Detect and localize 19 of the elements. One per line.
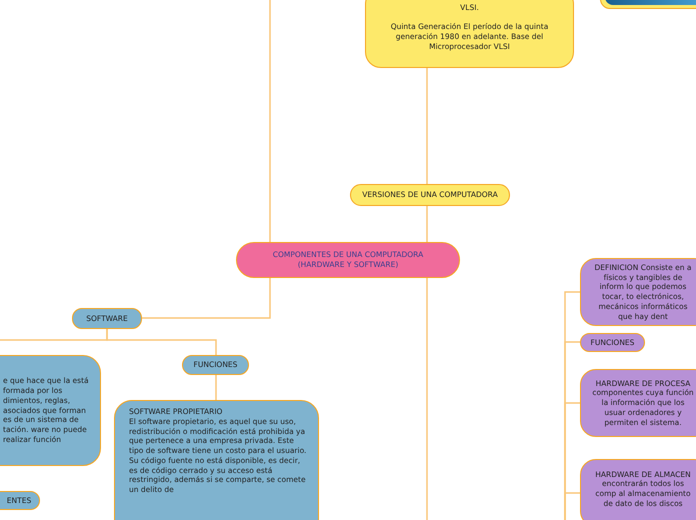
connector-line: [426, 206, 428, 242]
connector-line: [106, 329, 217, 355]
topic-pill: [72, 308, 142, 329]
definition-card: [580, 258, 696, 326]
info-card: [580, 459, 696, 520]
connector-line: [269, 0, 271, 242]
connector-line: [215, 375, 217, 400]
info-card: [365, 0, 574, 68]
central-topic: [236, 242, 460, 278]
info-card: [580, 369, 696, 437]
topic-pill: [580, 333, 645, 352]
connector-line: [564, 492, 580, 520]
connector-line: [426, 278, 428, 520]
info-card: [114, 400, 319, 520]
definition-card: [0, 355, 101, 466]
connector-line: [142, 278, 271, 319]
connector-line: [426, 68, 428, 184]
topic-pill: [350, 184, 510, 206]
topic-pill: [182, 355, 249, 375]
